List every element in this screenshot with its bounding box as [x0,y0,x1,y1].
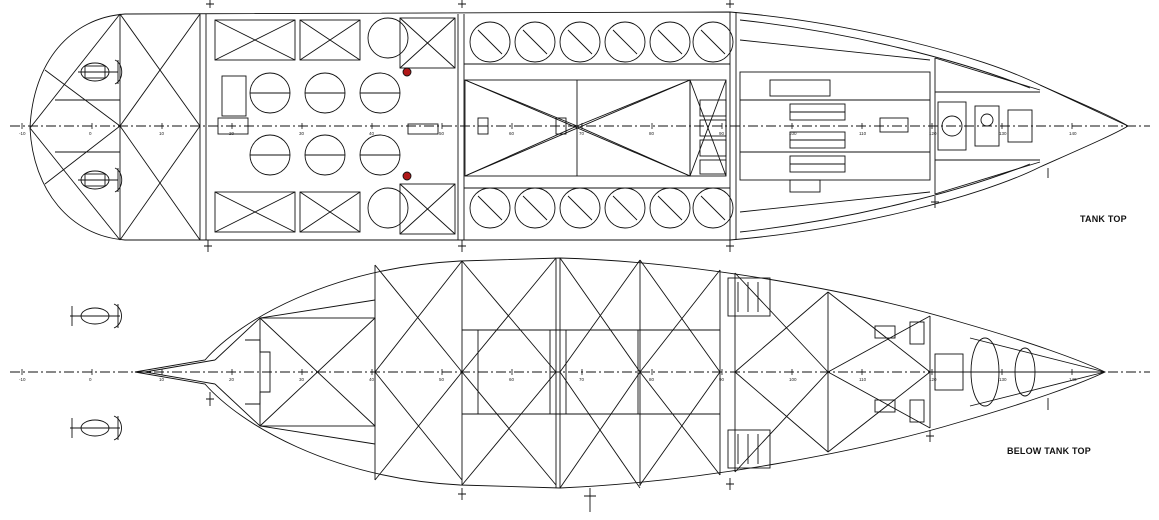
below-forward-bays [727,272,931,473]
stern-section [29,13,201,241]
below-tank-top-bulkheads [374,258,931,488]
tank-top-frame-tick-labels: -10 0 10 20 30 40 50 60 70 80 90 100 110 120 130 140 [19,123,1077,136]
tank-top-frame-tick-label-15: 140 [1069,131,1077,136]
tank-top-frame-tick-label-12: 110 [859,131,867,136]
tank-top-frame-tick-label-4: 30 [299,131,305,136]
below-frame-tick-label-8: 70 [579,377,585,382]
tank-top-bulkheads [119,12,936,240]
below-frame-tick-label-3: 20 [229,377,235,382]
tank-top-frame-tick-label-2: 10 [159,131,165,136]
tank-top-frame-tick-label-7: 60 [509,131,515,136]
below-thruster-starboard [70,415,122,441]
tank-top-frame-tick-label-14: 130 [999,131,1007,136]
tank-top-frame-tick-label-5: 40 [369,131,375,136]
below-frame-markers [206,392,1049,512]
forward-circular-tanks [464,21,734,229]
below-tank-top-frame-tick-labels: -10 0 10 20 30 40 50 60 70 80 90 100 110 120 130 140 [19,369,1077,382]
tank-top-frame-tick-label-8: 70 [579,131,585,136]
tank-top-frame-tick-label-11: 100 [789,131,797,136]
below-frame-tick-label-15: 140 [1069,377,1077,382]
tank-top-frame-tick-label-9: 80 [649,131,655,136]
tank-top-inner-line [739,19,1031,233]
below-bow-section [930,337,1106,407]
stern-thruster-port [78,59,123,85]
fore-machinery [699,39,931,213]
below-frame-tick-label-10: 90 [719,377,725,382]
midship-hold [464,79,727,177]
below-thruster-port [70,303,122,329]
tank-top-marker-lower [402,171,412,181]
below-tank-top-view [10,257,1150,512]
below-tank-top-hull-outline [134,257,1107,489]
tank-top-title: TANK TOP [1080,214,1127,224]
tank-top-frame-tick-label-0: -10 [19,131,26,136]
below-cargo-bays [374,257,721,489]
below-frame-tick-label-6: 50 [439,377,445,382]
stern-thruster-starboard [78,167,123,193]
below-frame-tick-label-13: 120 [929,377,937,382]
below-tank-top-title: BELOW TANK TOP [1007,446,1091,456]
tank-top-marker-upper [402,67,412,77]
tank-top-frame-tick-label-10: 90 [719,131,725,136]
tank-top-frame-tick-label-13: 120 [929,131,937,136]
below-frame-tick-label-9: 80 [649,377,655,382]
below-frame-tick-label-12: 110 [859,377,867,382]
tank-top-frame-tick-label-6: 50 [439,131,445,136]
below-frame-tick-label-4: 30 [299,377,305,382]
tank-top-frame-tick-label-1: 0 [89,131,92,136]
below-frame-tick-label-11: 100 [789,377,797,382]
below-frame-tick-label-0: -10 [19,377,26,382]
forepeak [934,57,1129,195]
below-frame-tick-label-5: 40 [369,377,375,382]
below-frame-tick-label-7: 60 [509,377,515,382]
tank-top-frame-markers [204,0,1049,252]
tank-top-frame-tick-label-3: 20 [229,131,235,136]
below-frame-tick-label-2: 10 [159,377,165,382]
below-aft-structure [144,299,376,445]
below-frame-tick-label-1: 0 [89,377,92,382]
tank-top-view [10,0,1150,252]
aft-circular-tanks [249,17,456,235]
aft-tank-blocks [214,19,361,233]
below-frame-tick-label-14: 130 [999,377,1007,382]
